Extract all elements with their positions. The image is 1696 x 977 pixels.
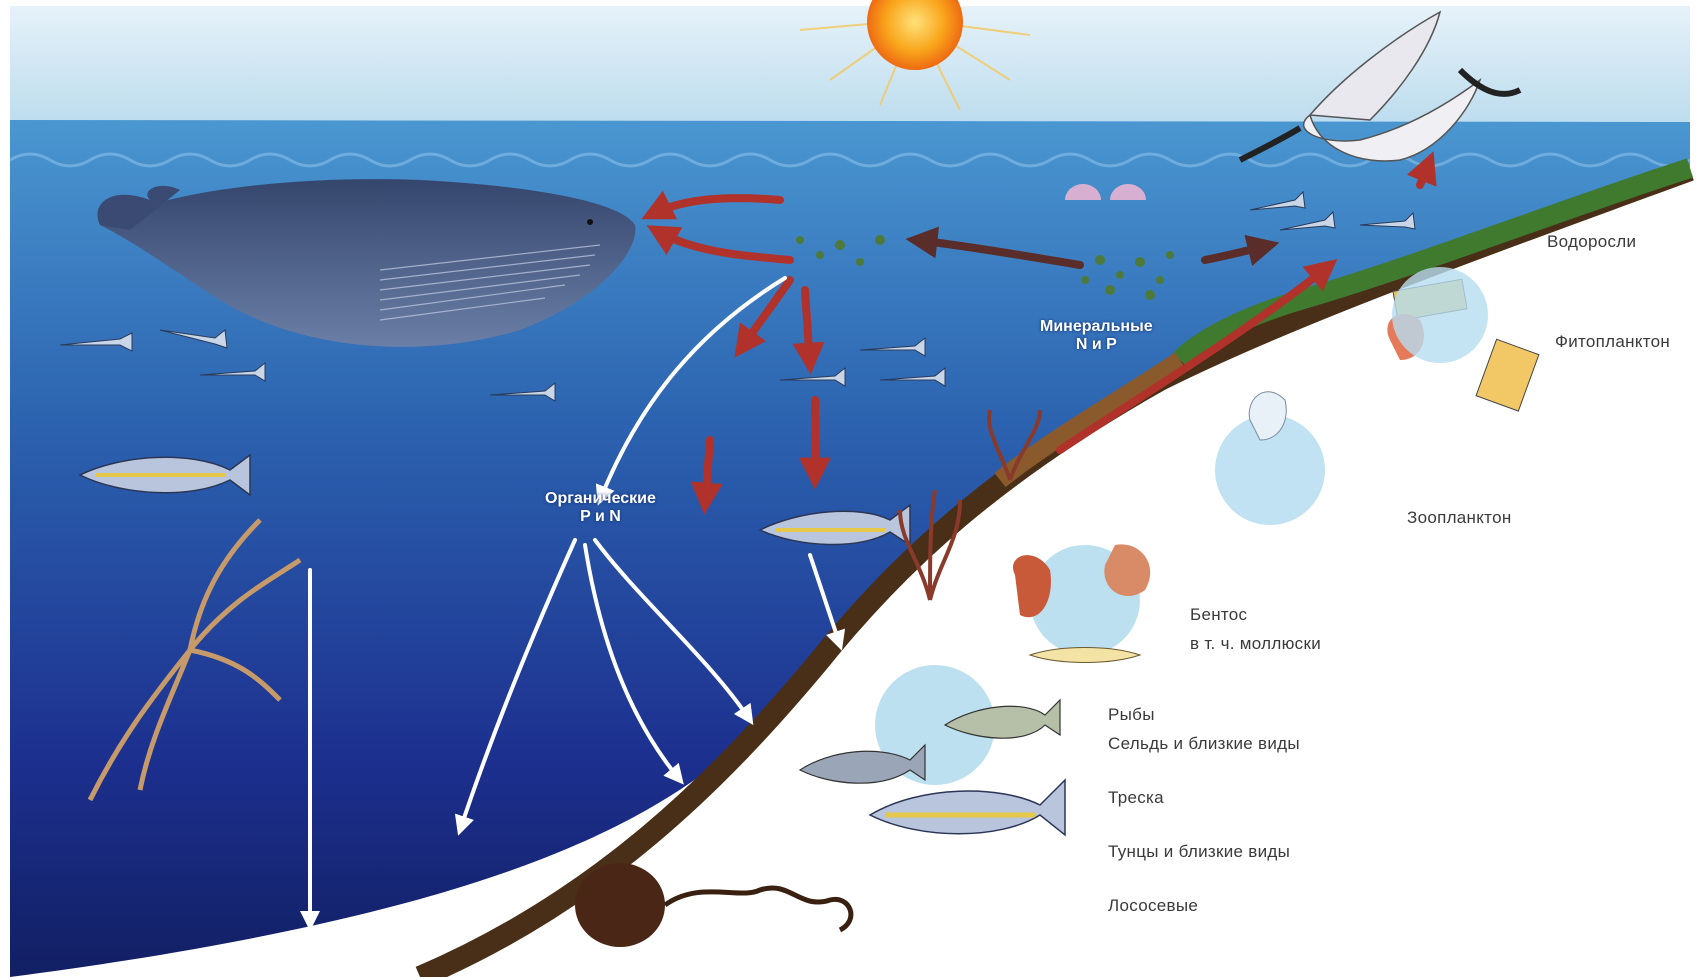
- label-benthos-molluscs: в т. ч. моллюски: [1190, 634, 1321, 654]
- label-salmon: Лососевые: [1108, 896, 1198, 916]
- label-fish: Рыбы: [1108, 705, 1155, 725]
- organic-line2: P и N: [545, 508, 656, 526]
- mineral-line2: N и P: [1040, 336, 1153, 354]
- organic-nutrients-label: Органические P и N: [545, 490, 656, 526]
- label-cod: Треска: [1108, 788, 1164, 808]
- mineral-line1: Минеральные: [1040, 318, 1153, 336]
- mineral-nutrients-label: Минеральные N и P: [1040, 318, 1153, 354]
- organic-line1: Органические: [545, 490, 656, 508]
- label-phytoplankton: Фитопланктон: [1555, 332, 1670, 352]
- label-algae: Водоросли: [1547, 232, 1636, 252]
- label-zooplankton: Зоопланктон: [1407, 508, 1512, 528]
- label-tuna: Тунцы и близкие виды: [1108, 842, 1290, 862]
- label-benthos: Бентос: [1190, 605, 1247, 625]
- label-herring: Сельдь и близкие виды: [1108, 734, 1300, 754]
